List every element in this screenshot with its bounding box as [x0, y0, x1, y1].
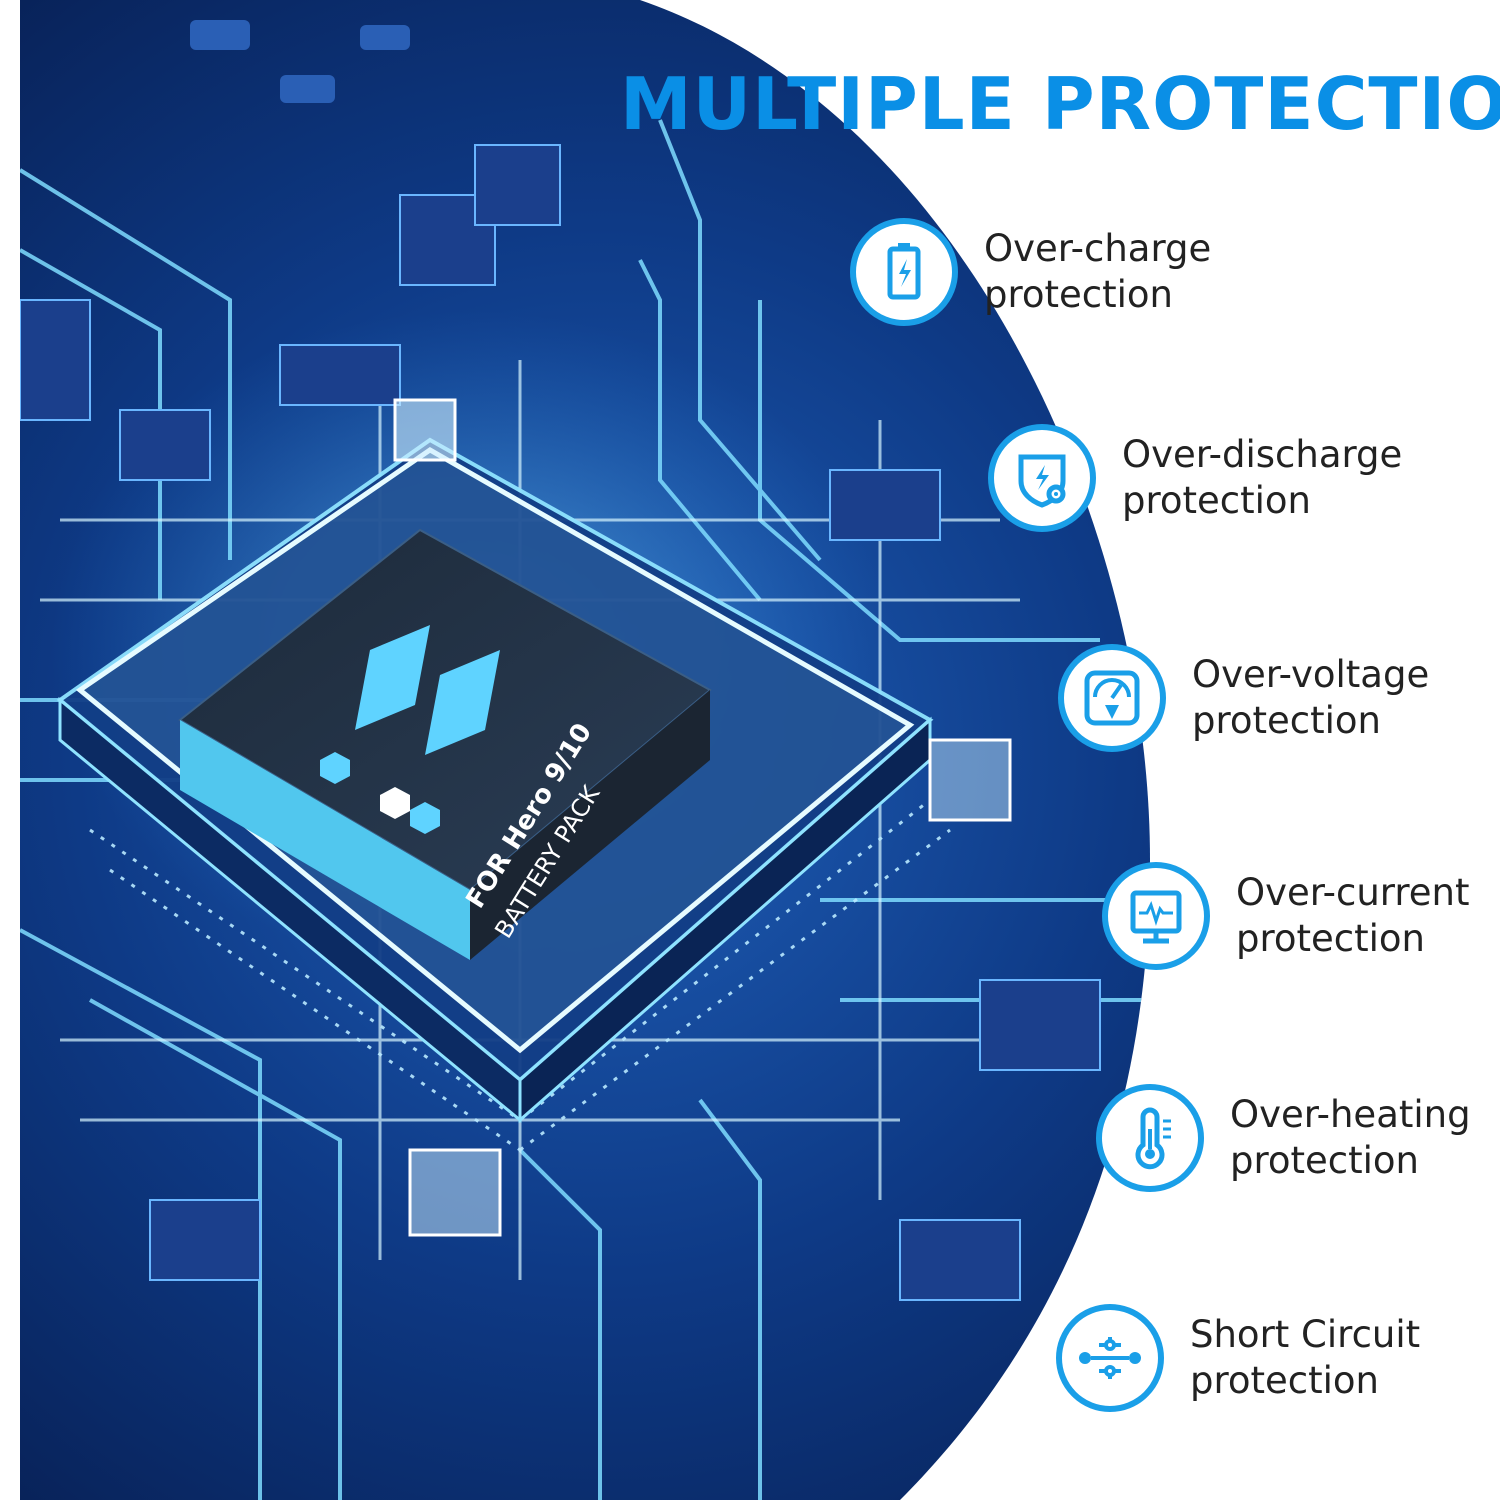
feature-overcurrent-title: Over-current [1236, 871, 1470, 914]
feature-short-circuit-title: Short Circuit [1190, 1313, 1421, 1356]
thermometer-icon [1096, 1084, 1204, 1192]
battery-bolt-icon [850, 218, 958, 326]
feature-overheating-title: Over-heating [1230, 1093, 1471, 1136]
feature-overvoltage-title: Over-voltage [1192, 653, 1430, 696]
shield-bolt-icon [988, 424, 1096, 532]
feature-overvoltage-subtitle: protection [1192, 699, 1382, 742]
feature-overcharge-title: Over-charge [984, 227, 1212, 270]
feature-overheating-subtitle: protection [1230, 1139, 1420, 1182]
page-title: MULTIPLE PROTECTION [620, 62, 1500, 146]
feature-overcharge-subtitle: protection [984, 273, 1174, 316]
monitor-pulse-icon [1102, 862, 1210, 970]
feature-short-circuit-subtitle: protection [1190, 1359, 1380, 1402]
circuit-icon [1056, 1304, 1164, 1412]
battery-logo [355, 625, 500, 755]
feature-overdischarge-title: Over-discharge [1122, 433, 1403, 476]
feature-overdischarge-subtitle: protection [1122, 479, 1312, 522]
feature-overcurrent-subtitle: protection [1236, 917, 1426, 960]
battery-pack: FOR Hero 9/10 BATTERY PACK [178, 528, 712, 960]
voltmeter-icon [1058, 644, 1166, 752]
